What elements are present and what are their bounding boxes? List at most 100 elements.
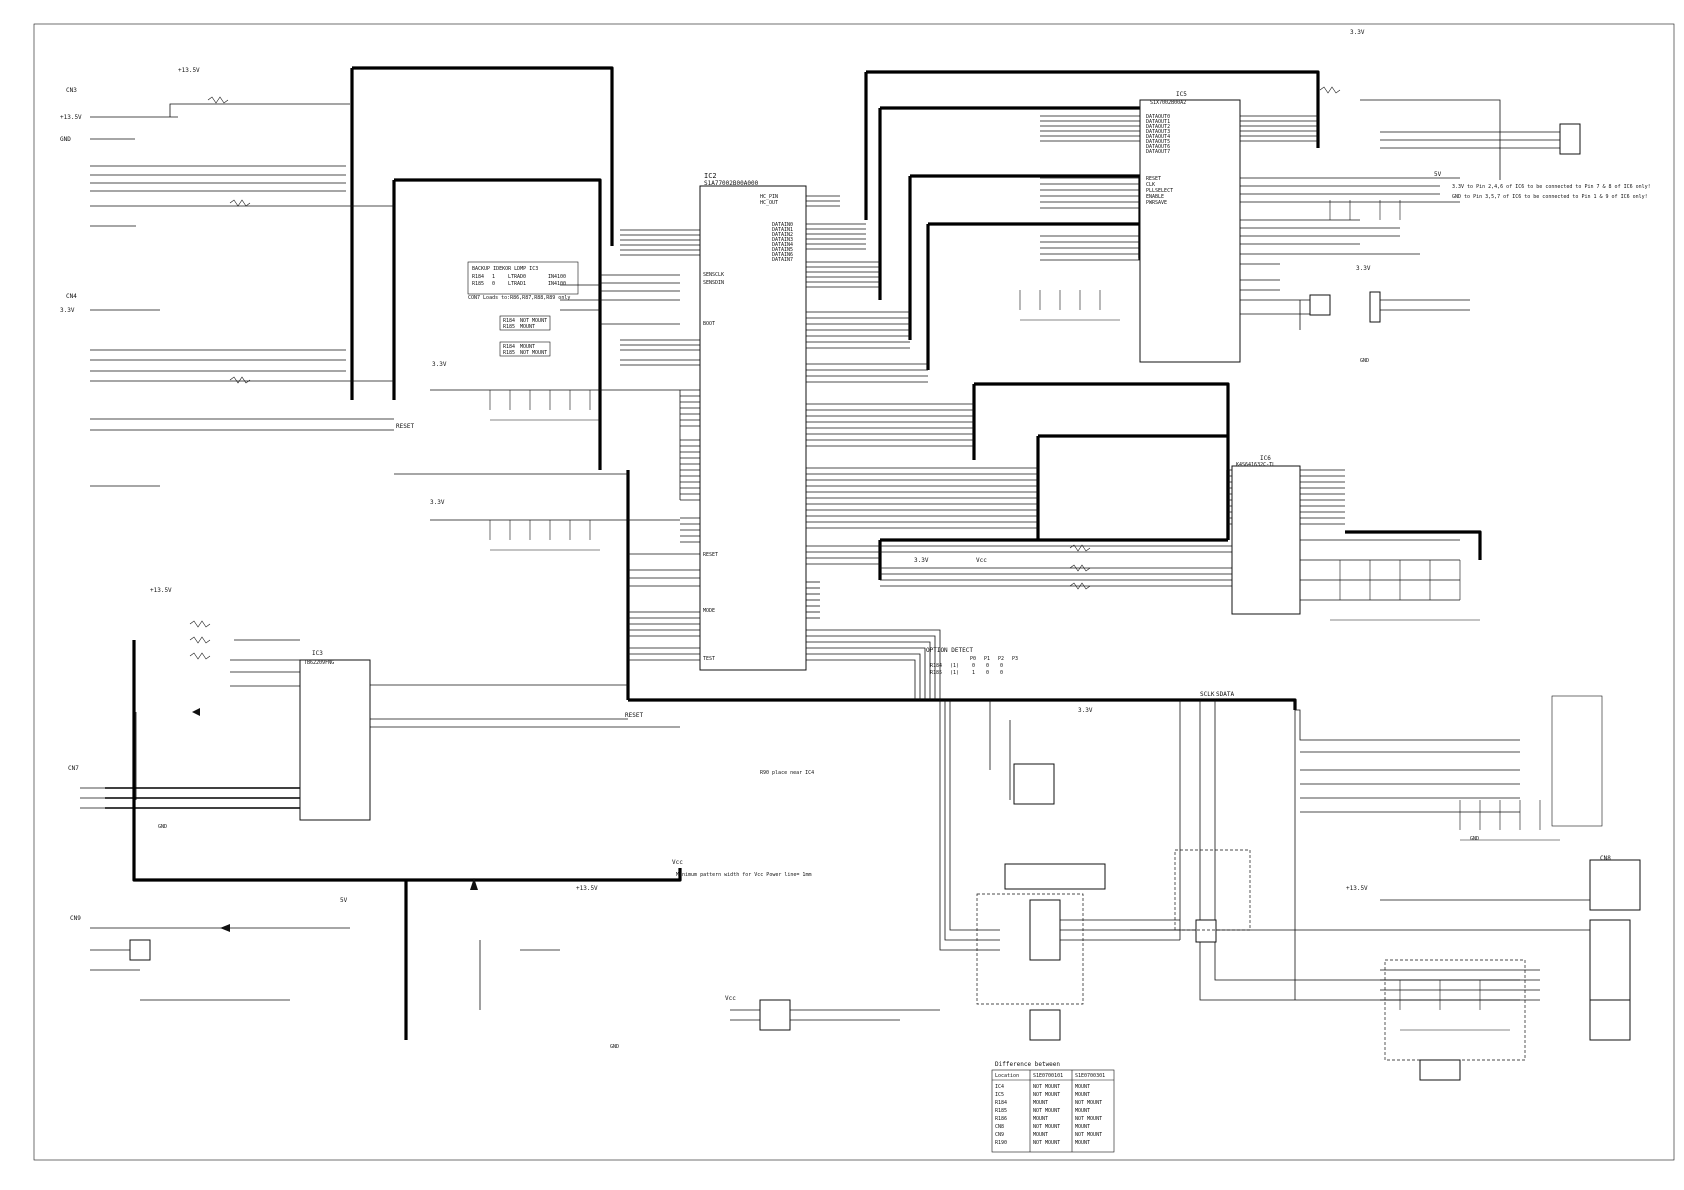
ic2-pin-datain3: DATAIN3 bbox=[772, 237, 793, 243]
ic2-pin-sensdin: SENSDIN bbox=[703, 280, 724, 286]
ic5-pin-11: ENABLE bbox=[1146, 194, 1164, 200]
diff-cell: NOT MOUNT bbox=[1033, 1092, 1060, 1098]
ic2-pin-datain7: DATAIN7 bbox=[772, 257, 793, 263]
options-r1c1: 0 bbox=[492, 281, 495, 287]
diff-cell: MOUNT bbox=[1075, 1092, 1090, 1098]
ic2-pin-test: TEST bbox=[703, 656, 715, 662]
net-v135-mid: +13.5V bbox=[150, 587, 172, 594]
mount1-r1c0: R185 bbox=[503, 324, 515, 330]
diff-cell: NOT MOUNT bbox=[1033, 1084, 1060, 1090]
ic6-sdram: IC6 K4S641632C-TL bbox=[1231, 455, 1301, 615]
options-note: CON7 Loads to:R86,R87,R88,R89 only bbox=[468, 295, 570, 301]
difference-table: Difference between Location S1E0700101 S… bbox=[991, 1061, 1115, 1153]
ic5-pin-9: CLK bbox=[1146, 182, 1155, 188]
signal-wires-left bbox=[90, 103, 680, 728]
ic2-controller: IC2 S1A77002B00A000 HC_PIN HC_OUT DATAIN… bbox=[699, 172, 807, 671]
optbits-r1c4: 0 bbox=[1000, 670, 1003, 676]
ic2-pin-datain6: DATAIN6 bbox=[772, 252, 793, 258]
options-r0c2: LTRAD0 bbox=[508, 274, 526, 280]
mount1-r1c1: MOUNT bbox=[520, 324, 535, 330]
mount-table-1: R184 NOT MOUNT R185 MOUNT bbox=[499, 315, 551, 331]
ic5-pin-2: DATAOUT2 bbox=[1146, 124, 1170, 130]
diff-cell: MOUNT bbox=[1033, 1116, 1048, 1122]
diff-cell: NOT MOUNT bbox=[1075, 1100, 1102, 1106]
optbits-h2: P2 bbox=[998, 656, 1004, 662]
ic2-right-wires bbox=[806, 195, 1038, 700]
options-r0c3: IN4100 bbox=[548, 274, 566, 280]
optbits-r0c3: 0 bbox=[986, 663, 989, 669]
net-v33-cn4: 3.3V bbox=[60, 307, 75, 314]
optbits-r1c0: R185 bbox=[930, 670, 942, 676]
options-r0c0: R184 bbox=[472, 274, 484, 280]
ic5-ref: IC5 bbox=[1176, 91, 1187, 98]
ic2-left-wires bbox=[620, 229, 700, 661]
options-r1c3: IN4100 bbox=[548, 281, 566, 287]
note-min-pattern: Minimum pattern width for Vcc Power line… bbox=[676, 872, 811, 878]
optbits-r0c1: (1) bbox=[950, 663, 959, 669]
ic2-pin-hc-pin: HC_PIN bbox=[760, 194, 778, 200]
net-vcc-bottom: Vcc bbox=[725, 995, 736, 1002]
ic5-pin-0: DATAOUT0 bbox=[1146, 114, 1170, 120]
optbits-r0c2: 0 bbox=[972, 663, 975, 669]
net-v135-top: +13.5V bbox=[178, 67, 200, 74]
ic2-pin-mode: MODE bbox=[703, 608, 715, 614]
note-notice-2: GND to Pin 3,5,7 of IC6 to be connected … bbox=[1452, 194, 1648, 200]
diff-cell: MOUNT bbox=[1075, 1084, 1090, 1090]
optbits-h1: P1 bbox=[984, 656, 990, 662]
optbits-r1c3: 0 bbox=[986, 670, 989, 676]
cn7-label: CN7 bbox=[68, 765, 79, 772]
ic5-pin-3: DATAOUT3 bbox=[1146, 129, 1170, 135]
cn9-label: CN9 bbox=[70, 915, 81, 922]
optbits-h0: P0 bbox=[970, 656, 976, 662]
ic5-pin-5: DATAOUT5 bbox=[1146, 139, 1170, 145]
diff-cell: R190 bbox=[995, 1140, 1007, 1146]
diff-h1: S1E0700101 bbox=[1033, 1073, 1063, 1079]
net-sdata: SDATA bbox=[1216, 691, 1234, 698]
ic5-pin-8: RESET bbox=[1146, 176, 1161, 182]
ic3-part: TB62209FNG bbox=[304, 660, 334, 666]
diff-cell: IC5 bbox=[995, 1092, 1004, 1098]
optbits-h3: P3 bbox=[1012, 656, 1018, 662]
diff-title: Difference between bbox=[995, 1061, 1060, 1068]
net-v5-top: 5V bbox=[1434, 171, 1442, 178]
mount2-r0c1: MOUNT bbox=[520, 344, 535, 350]
gnd-bottom: GND bbox=[610, 1044, 619, 1050]
diff-h2: S1E0700301 bbox=[1075, 1073, 1105, 1079]
diff-cell: MOUNT bbox=[1075, 1108, 1090, 1114]
mount1-r0c1: NOT MOUNT bbox=[520, 318, 547, 324]
ic2-pin-datain1: DATAIN1 bbox=[772, 227, 793, 233]
optbits-r1c2: 1 bbox=[972, 670, 975, 676]
ic5-pin-4: DATAOUT4 bbox=[1146, 134, 1170, 140]
optbits-r0c4: 0 bbox=[1000, 663, 1003, 669]
diff-cell: NOT MOUNT bbox=[1033, 1108, 1060, 1114]
ic5-pin-12: PWRSAVE bbox=[1146, 200, 1167, 206]
net-v135-cn3: +13.5V bbox=[60, 114, 82, 121]
options-title: BACKUP IDEKOR LDMP IC3 bbox=[472, 266, 538, 272]
ic2-part: S1A77002B00A000 bbox=[704, 180, 759, 187]
small-blocks bbox=[129, 123, 1641, 1081]
ic5-pin-10: PLLSELECT bbox=[1146, 188, 1173, 194]
cn8-label: CN8 bbox=[1600, 855, 1611, 862]
diff-cell: R185 bbox=[995, 1108, 1007, 1114]
ic6-ref: IC6 bbox=[1260, 455, 1271, 462]
diff-cell: MOUNT bbox=[1033, 1100, 1048, 1106]
gnd-ic5: GND bbox=[1360, 358, 1369, 364]
ic2-pin-sensclk: SENSCLK bbox=[703, 272, 724, 278]
net-v33-lower: 3.3V bbox=[1078, 707, 1093, 714]
net-reset: RESET bbox=[396, 423, 414, 430]
labels: CN3 CN4 CN7 CN8 CN9 +13.5V GND +13.5V 3.… bbox=[60, 29, 1651, 1050]
diff-cell: MOUNT bbox=[1075, 1124, 1090, 1130]
ic2-ref: IC2 bbox=[704, 172, 717, 180]
ic2-pin-datain5: DATAIN5 bbox=[772, 247, 793, 253]
diff-cell: IC4 bbox=[995, 1084, 1004, 1090]
diff-cell: CN9 bbox=[995, 1132, 1004, 1138]
gnd-right: GND bbox=[1470, 836, 1479, 842]
ic5-part: S1X7002B00A2 bbox=[1150, 100, 1186, 106]
diff-cell: MOUNT bbox=[1075, 1140, 1090, 1146]
diff-cell: MOUNT bbox=[1033, 1132, 1048, 1138]
bottom-wires bbox=[80, 639, 1620, 1021]
note-place-near: R90 place near IC4 bbox=[760, 770, 814, 776]
ic6-body bbox=[1231, 465, 1301, 615]
